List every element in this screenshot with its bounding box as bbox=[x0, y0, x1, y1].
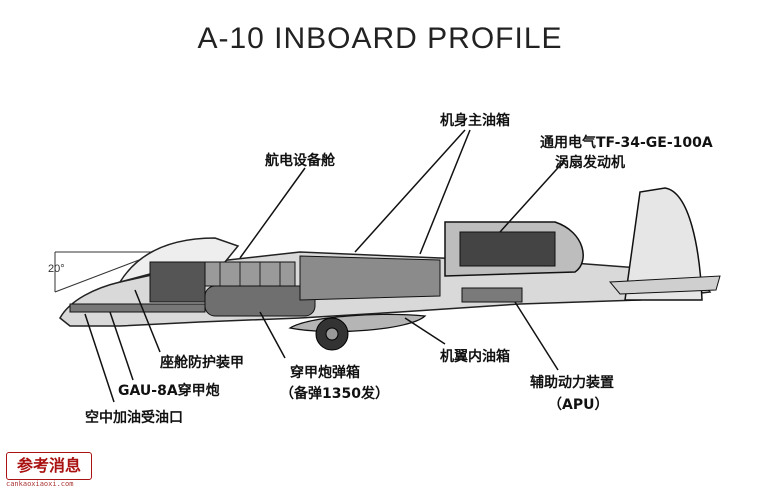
watermark-logo: 参考消息 bbox=[6, 452, 92, 480]
label-cockpit-armor: 座舱防护装甲 bbox=[160, 355, 244, 371]
label-wing-inner-tank: 机翼内油箱 bbox=[440, 349, 510, 365]
gun-barrel bbox=[69, 303, 206, 313]
view-angle-label: 20° bbox=[48, 263, 65, 275]
page-title: A-10 INBOARD PROFILE bbox=[197, 22, 563, 55]
watermark-url: cankaoxiaoxi.com bbox=[6, 480, 74, 488]
label-refuel-receptacle: 空中加油受油口 bbox=[85, 410, 183, 426]
main-fuel-tank bbox=[299, 255, 441, 301]
label-apu-line1: 辅助动力装置 bbox=[530, 375, 614, 391]
label-engine-line1: 通用电气TF-34-GE-100A bbox=[540, 135, 713, 151]
avionics-bay-block bbox=[204, 261, 296, 287]
engine-core bbox=[459, 231, 556, 267]
label-fuselage-main-tank: 机身主油箱 bbox=[440, 113, 510, 129]
cockpit-interior bbox=[149, 261, 206, 303]
label-apu-line2: （APU） bbox=[548, 397, 609, 413]
apu-unit bbox=[461, 287, 523, 303]
label-ammo-drum-line2: （备弹1350发） bbox=[280, 386, 389, 402]
label-engine-line2: 涡扇发动机 bbox=[555, 155, 625, 171]
label-gau8-gun: GAU-8A穿甲炮 bbox=[118, 383, 220, 399]
leader-lines bbox=[84, 129, 566, 403]
horizontal-stabilizer bbox=[608, 275, 721, 295]
ammo-drum bbox=[204, 285, 316, 317]
label-ammo-drum-line1: 穿甲炮弹箱 bbox=[290, 365, 360, 381]
label-avionics-bay: 航电设备舱 bbox=[265, 153, 335, 169]
